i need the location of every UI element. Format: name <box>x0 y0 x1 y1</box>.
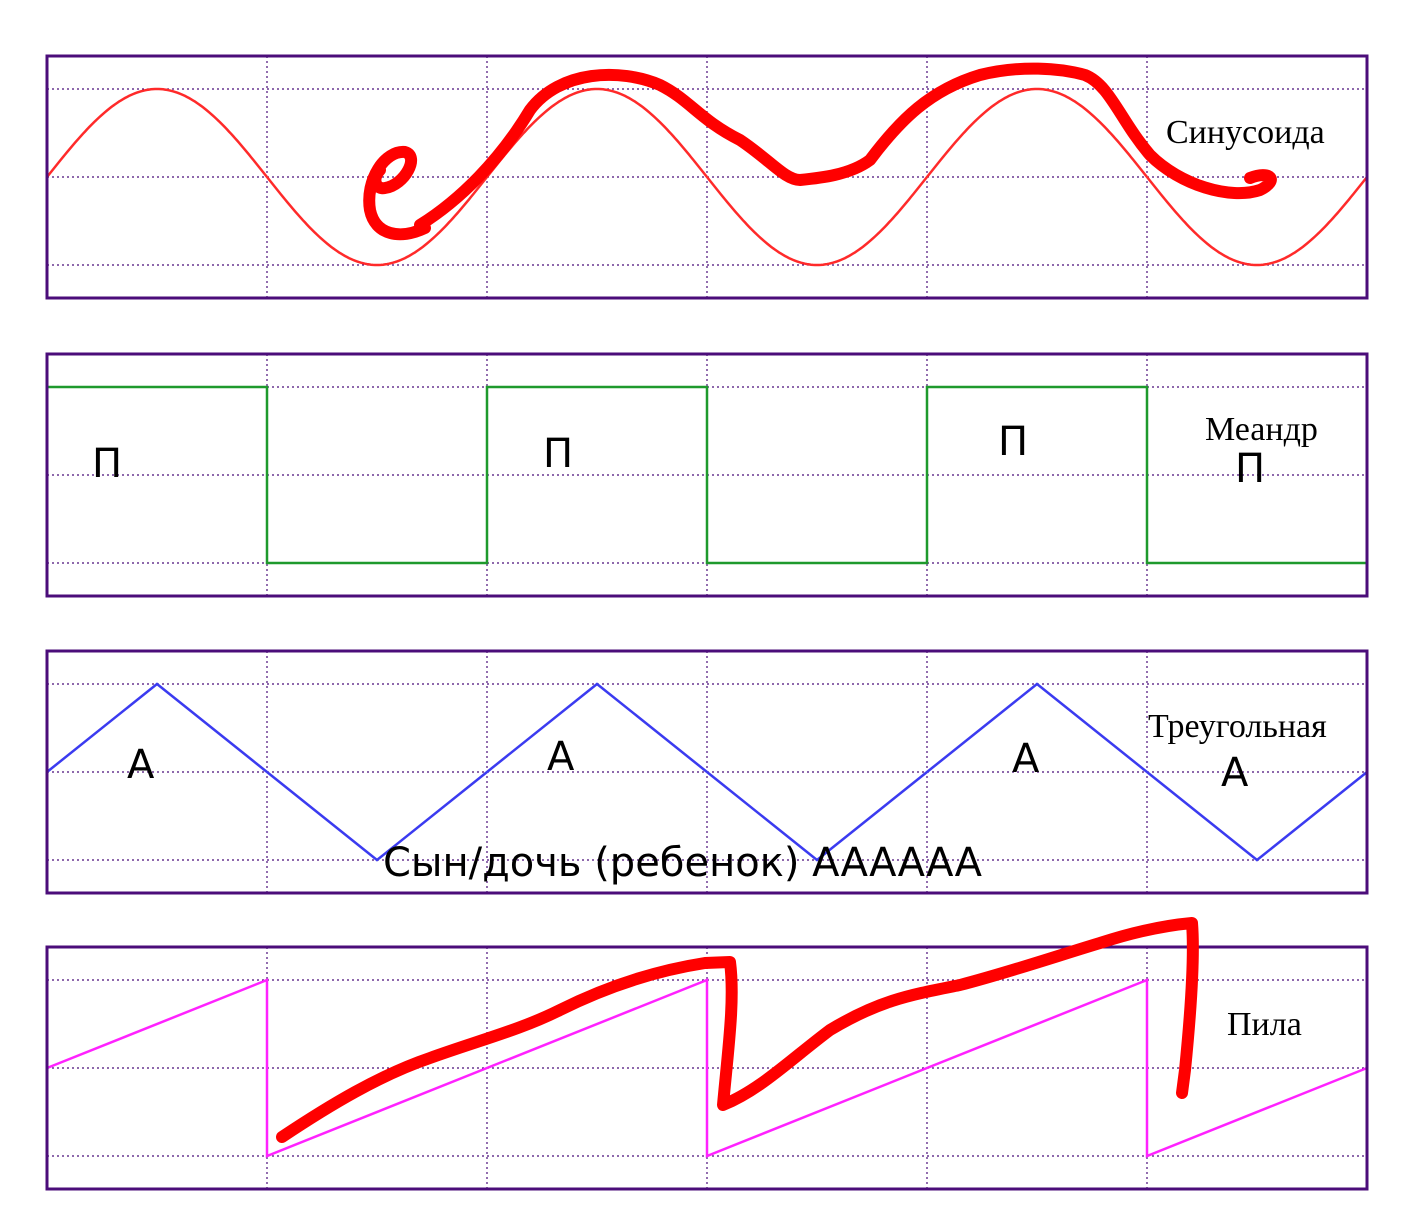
sine-frame <box>45 54 1369 300</box>
meander-mark: П <box>998 419 1028 465</box>
saw-frame <box>45 945 1369 1191</box>
sine-label: Синусоида <box>1166 114 1325 151</box>
triangle-frame <box>45 649 1369 895</box>
meander-mark: П <box>1235 446 1265 492</box>
saw-panel: Пила <box>45 917 1369 1191</box>
meander-wave <box>47 385 1367 565</box>
saw-wave <box>46 978 1368 1158</box>
sine-wave <box>46 87 1368 267</box>
saw-label: Пила <box>1227 1006 1302 1043</box>
triangle-mark: A <box>1221 750 1249 796</box>
meander-label: Меандр <box>1205 411 1318 448</box>
meander-mark: П <box>543 431 573 477</box>
triangle-mark: A <box>127 742 155 788</box>
meander-frame <box>45 352 1369 598</box>
saw-scribble <box>276 917 1199 1143</box>
meander-mark: П <box>92 441 122 487</box>
triangle-mark: A <box>547 734 575 780</box>
triangle-panel: Треугольная A A A A <box>45 649 1369 895</box>
sine-scribble <box>363 62 1277 241</box>
triangle-mark: A <box>1012 736 1040 782</box>
caption-text: Сын/дочь (ребенок) AAAAAA <box>383 840 983 886</box>
triangle-wave <box>46 682 1368 862</box>
triangle-label: Треугольная <box>1148 708 1327 745</box>
meander-panel: Меандр П П П П <box>45 352 1369 598</box>
sine-panel: Синусоида <box>45 54 1369 300</box>
